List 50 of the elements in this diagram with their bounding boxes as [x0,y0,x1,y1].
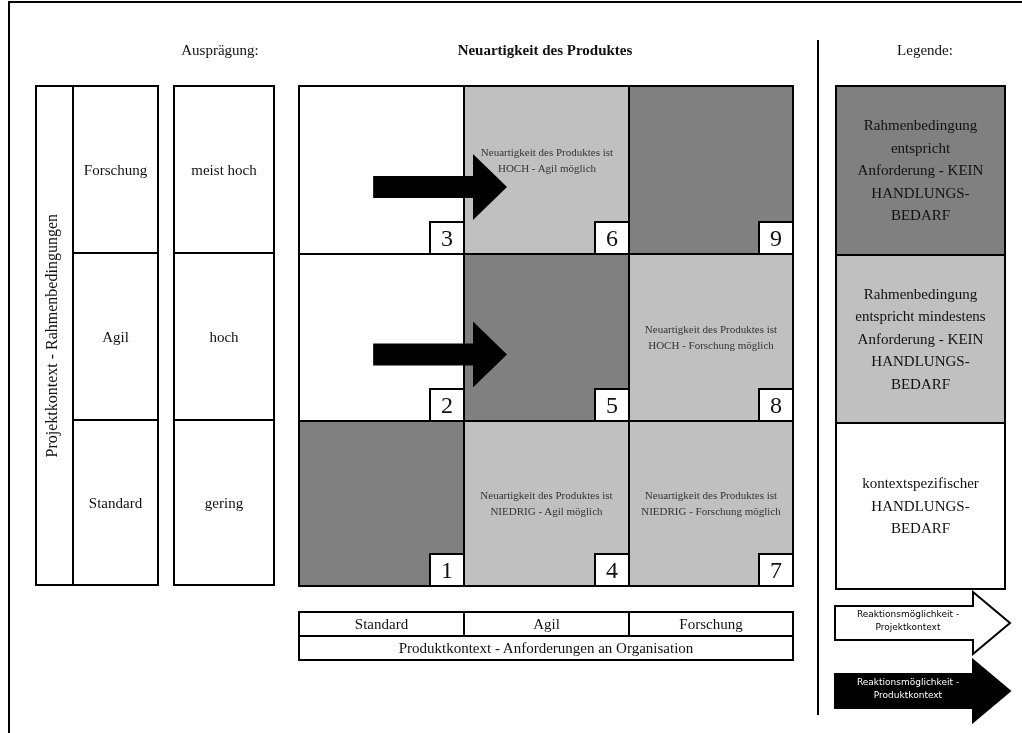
legend-text: Reaktionsmöglichkeit - Produktkontext [855,676,961,702]
table-cell [628,611,794,637]
diagram-title: Neuartigkeit des Produktes [456,42,634,59]
cell-text: Agil [533,615,560,633]
cell-text: Agil [102,327,129,346]
legend-text: Reaktionsmöglichkeit - Projektkontext [855,608,961,634]
matrix-cell [298,85,465,255]
legend-text: Rahmenbedingung entspricht mindestens Anforderung - KEIN HANDLUNGS-BEDARF [854,284,987,394]
cell-text: gering [204,493,244,512]
cell-number: 4 [594,553,628,585]
heading-label: Legende: [896,42,954,59]
cell-text: Forschung [83,160,148,179]
legend-text: kontextspezifischer HANDLUNGS-BEDARF [861,474,980,539]
header-box [35,85,159,586]
cell-text: Neuartigkeit des Produktes ist NIEDRIG - Forschung möglich [641,487,781,519]
block-arrow [373,154,507,220]
cell-number: 2 [429,388,463,420]
table-cell [173,85,275,254]
matrix-cell [463,85,630,255]
cell-text: Forschung [679,615,743,633]
cell-text: Standard [88,493,143,512]
cell-number: 3 [429,221,463,253]
cell-text: Standard [354,615,409,633]
cell-text: Neuartigkeit des Produktes ist HOCH - Agil möglich [479,145,615,176]
matrix-cell [298,253,465,422]
cell-number: 1 [429,553,463,585]
cell-number: 7 [758,553,792,585]
cell-number: 9 [758,221,792,253]
cell-number: 5 [594,388,628,420]
axis-title: Projektkontext - Rahmenbedingungen [43,213,61,458]
table-cell [173,419,275,586]
table-cell [298,635,794,661]
matrix-cell [298,420,465,587]
matrix-cell [463,253,630,422]
table-cell [298,611,465,637]
table-cell [173,252,275,421]
cell-text: Neuartigkeit des Produktes ist HOCH - Forschung möglich [643,321,779,353]
matrix-cell [628,420,794,587]
cell-number: 8 [758,388,792,420]
cell-number: 6 [594,221,628,253]
matrix-cell [463,420,630,587]
cell-text: Neuartigkeit des Produktes ist NIEDRIG - Agil möglich [479,487,614,519]
cell-text: Produktkontext - Anforderungen an Organisation [398,639,694,657]
cell-text: meist hoch [191,160,257,179]
legend-text: Rahmenbedingung entspricht Anforderung - KEIN HANDLUNGS-BEDARF [856,116,985,226]
cell-text: hoch [209,327,239,346]
heading-label: Ausprägung: [180,42,260,59]
matrix-cell [628,253,794,422]
matrix-cell [628,85,794,255]
block-arrow [373,321,507,388]
